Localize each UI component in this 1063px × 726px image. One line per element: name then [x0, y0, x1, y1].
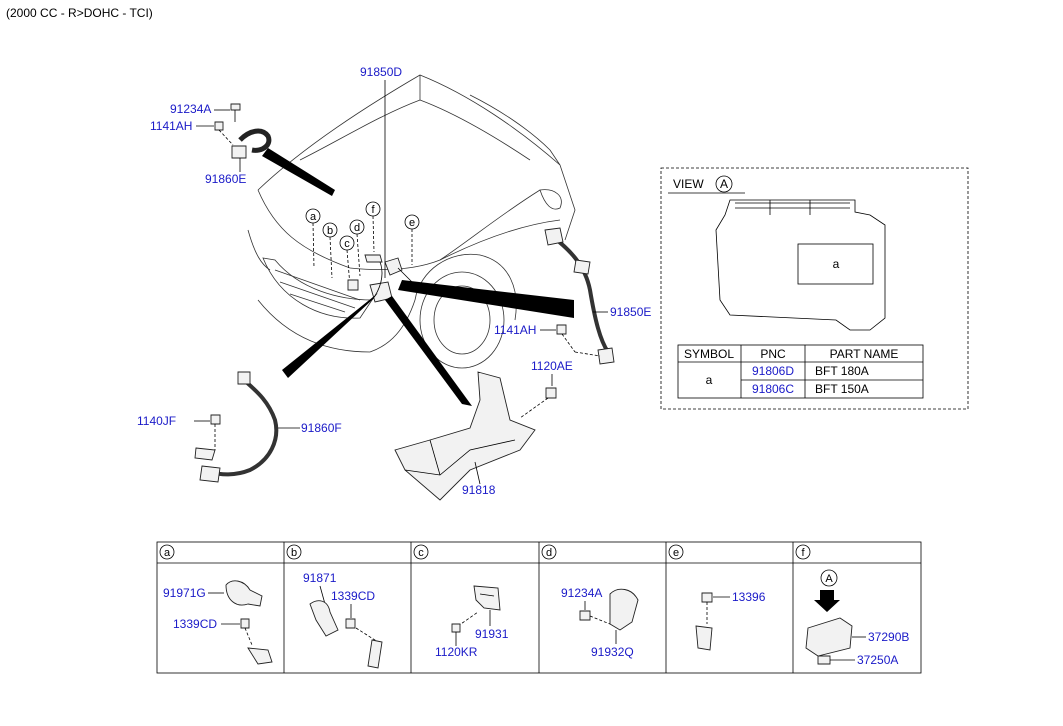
detail-panel-a: a 91971G 1339CD	[159, 544, 273, 665]
panel-e-letter: e	[673, 547, 679, 559]
vehicle-front-sketch	[247, 74, 576, 369]
panel-b-part-1: 91871	[303, 571, 337, 585]
callout-f-text: f	[371, 204, 375, 216]
label-91860e: 91860E	[205, 172, 246, 186]
panel-e-part-1: 13396	[732, 590, 766, 604]
panel-d-part-2: 91932Q	[591, 645, 634, 659]
panel-f-marker: A	[825, 573, 833, 585]
panel-f-arrow-icon	[814, 590, 840, 612]
callout-d: d	[349, 219, 365, 277]
panel-f-part-2: 37250A	[857, 653, 898, 667]
callout-e: e	[404, 214, 420, 265]
table-row-1-name: BFT 180A	[815, 364, 869, 378]
panel-f-letter: f	[801, 547, 805, 559]
callout-c: c	[339, 235, 355, 287]
detail-panel-b: b 91871 1339CD	[286, 544, 383, 669]
panel-a-part-2: 1339CD	[173, 617, 217, 631]
panel-d-letter: d	[546, 547, 552, 559]
view-a-border	[660, 167, 969, 410]
table-header-symbol: SYMBOL	[684, 347, 734, 361]
table-row-2-pnc: 91806C	[752, 382, 794, 396]
callout-a: a	[305, 208, 321, 269]
callout-b-text: b	[327, 225, 333, 237]
cable-91860f-group: 1140JF 91860F	[137, 371, 342, 483]
callout-b: b	[322, 222, 338, 279]
detail-panel-e: e 13396	[668, 544, 766, 651]
table-symbol-cell: a	[706, 373, 713, 387]
view-a-title: VIEW	[673, 177, 704, 191]
fuse-location-label: a	[833, 257, 840, 271]
label-1140jf: 1140JF	[137, 414, 176, 428]
label-1141ah-top: 1141AH	[150, 119, 192, 133]
table-row-2-name: BFT 150A	[815, 382, 869, 396]
panel-c-letter: c	[418, 547, 424, 559]
cable-91860e-group: 91234A 1141AH 91860E	[150, 102, 272, 186]
label-91234a-top: 91234A	[170, 102, 211, 116]
label-91850e: 91850E	[610, 305, 651, 319]
detail-panel-c: c 1120KR 91931	[413, 544, 509, 659]
cable-91850e-group: 91850E 1141AH	[494, 227, 651, 365]
detail-panels: a 91971G 1339CD b 91871 1339CD c	[156, 541, 922, 674]
label-91860f: 91860F	[301, 421, 342, 435]
callout-f: f	[365, 201, 381, 253]
car-callouts: a b c d f e	[305, 201, 420, 287]
view-a-marker-circle	[715, 175, 733, 193]
label-91818: 91818	[462, 483, 496, 497]
panel-a-part-1: 91971G	[163, 586, 206, 600]
panel-d-part-1: 91234A	[561, 586, 602, 600]
bracket-91818-group: 1120AE 91818	[394, 359, 573, 501]
table-row-1-pnc: 91806D	[752, 364, 794, 378]
panel-b-letter: b	[291, 547, 297, 559]
engine-spec-text: (2000 CC - R>DOHC - TCI)	[6, 6, 153, 20]
panel-b-part-2: 1339CD	[331, 589, 375, 603]
leader-wedges	[262, 148, 574, 406]
table-header-part-name: PART NAME	[830, 347, 899, 361]
detail-panel-f: f A 37290B 37250A	[795, 544, 909, 667]
label-91850d: 91850D	[360, 65, 402, 79]
panel-f-part-1: 37290B	[868, 630, 909, 644]
detail-panel-d: d 91234A 91932Q	[541, 544, 639, 659]
view-a-panel: VIEW A a SYMBOL PNC PART NAME a 91806D B…	[660, 167, 969, 410]
view-a-marker: A	[720, 177, 728, 191]
callout-d-text: d	[354, 222, 360, 234]
table-header-pnc: PNC	[760, 347, 786, 361]
engine-bay-parts	[347, 254, 416, 303]
panel-c-part-2: 91931	[475, 627, 509, 641]
panel-a-letter: a	[164, 547, 171, 559]
callout-e-text: e	[409, 217, 415, 229]
fuse-table: SYMBOL PNC PART NAME a 91806D BFT 180A 9…	[677, 344, 924, 399]
callout-c-text: c	[344, 238, 350, 250]
panel-c-part-1: 1120KR	[435, 645, 478, 659]
label-1120ae: 1120AE	[531, 359, 573, 373]
label-1141ah-right: 1141AH	[494, 323, 536, 337]
fuse-location	[797, 243, 874, 285]
callout-a-text: a	[310, 211, 317, 223]
